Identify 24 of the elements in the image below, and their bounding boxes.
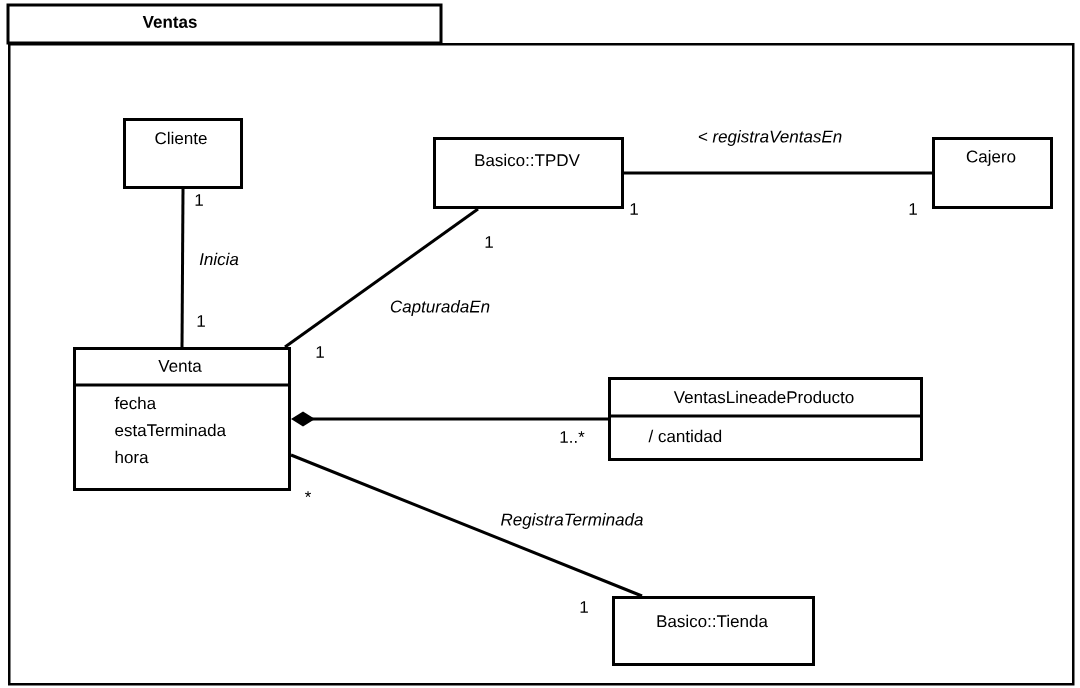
- node-label: Ventas: [142, 16, 197, 28]
- multiplicity: 1: [197, 315, 205, 327]
- edge-label: < registraVentasEn: [695, 128, 845, 148]
- edge-label: RegistraTerminada: [498, 511, 646, 531]
- multiplicity: 1: [485, 236, 493, 248]
- edge-label: CapturadaEn: [387, 298, 493, 318]
- multiplicity: 1: [580, 601, 588, 613]
- class-box: Venta fecha estaTerminada hora: [73, 347, 291, 491]
- multiplicity: 1: [630, 203, 638, 215]
- edge-label: Inicia: [197, 250, 241, 268]
- class-box: Cajero: [932, 137, 1053, 209]
- association-line: [180, 189, 185, 347]
- association-line: [624, 171, 932, 175]
- multiplicity: 1: [316, 346, 324, 358]
- multiplicity: 1..*: [560, 431, 585, 443]
- association-line: [290, 453, 643, 598]
- class-box: Basico::Tienda: [612, 596, 815, 666]
- multiplicity: 1: [909, 203, 917, 215]
- multiplicity: 1: [195, 194, 203, 206]
- class-box: VentasLineadeProducto / cantidad: [608, 377, 923, 461]
- association-line: [284, 207, 479, 349]
- class-box: Cliente: [123, 118, 243, 189]
- class-box: Basico::TPDV: [433, 137, 624, 209]
- multiplicity: *: [304, 491, 312, 498]
